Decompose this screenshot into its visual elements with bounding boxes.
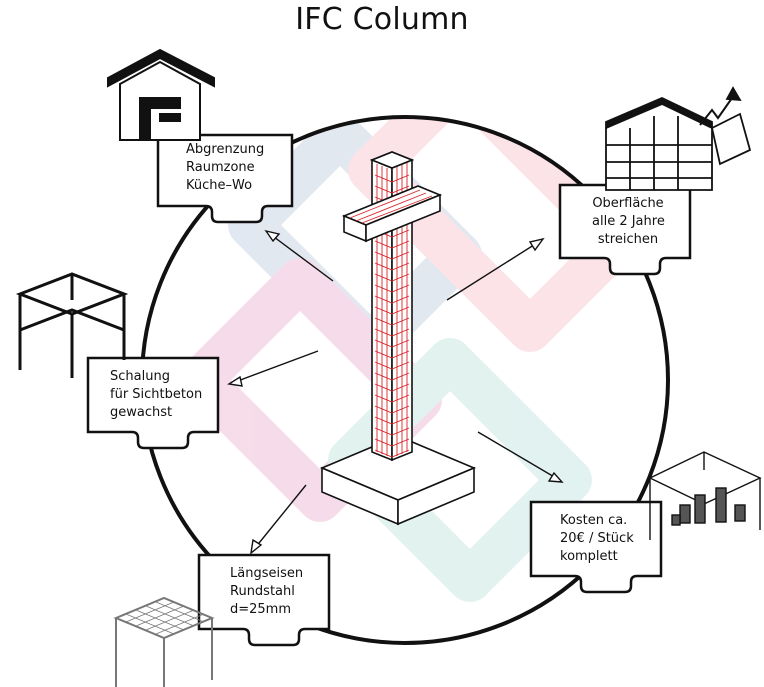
stirrup-ring: [374, 350, 410, 359]
stirrup-ring: [374, 383, 410, 392]
callout-rebar-line-3: d=25mm: [230, 602, 292, 617]
page-title: IFC Column: [295, 2, 469, 37]
stirrup-ring: [374, 372, 410, 381]
callout-zone-line-3: Küche–Wo: [186, 178, 253, 193]
callout-cost: Kosten ca. 20€ / Stück komplett: [560, 512, 634, 566]
stirrup-ring: [374, 339, 410, 348]
callout-rebar: Längseisen Rundstahl d=25mm: [230, 565, 303, 619]
callout-boxes: [86, 133, 692, 647]
stirrup-ring: [374, 306, 410, 315]
callout-zone-line-1: Abgrenzung: [186, 142, 265, 157]
arrow-to-rebar: [254, 484, 307, 549]
stirrup-ring: [374, 295, 410, 304]
stirrup-ring: [374, 251, 410, 260]
callout-formwork: Schalung für Sichtbeton gewachst: [110, 368, 202, 422]
stirrup-ring: [374, 185, 410, 194]
stirrup-ring: [374, 328, 410, 337]
stirrup-ring: [374, 427, 410, 436]
grid-frame-icon: [113, 596, 215, 687]
stirrup-ring: [374, 416, 410, 425]
cost-bars-icon: [648, 451, 762, 540]
stirrup-ring: [374, 317, 410, 326]
stirrup-ring: [374, 449, 410, 458]
stirrup-ring: [374, 394, 410, 403]
callout-formwork-line-3: gewachst: [110, 405, 173, 420]
callout-rebar-line-2: Rundstahl: [230, 584, 295, 599]
stirrup-ring: [374, 438, 410, 447]
callout-formwork-line-2: für Sichtbeton: [110, 387, 203, 402]
stirrup-ring: [374, 361, 410, 370]
callout-zone: Abgrenzung Raumzone Küche–Wo: [186, 141, 264, 195]
frame-structure-icon: [15, 272, 129, 378]
surface-box: [558, 183, 692, 276]
arrow-to-zone: [269, 233, 334, 282]
callout-surface-line-3: streichen: [597, 232, 659, 247]
stirrup-ring: [374, 273, 410, 282]
house-icon: [107, 48, 215, 141]
stirrup-ring: [374, 405, 410, 414]
callout-cost-line-3: komplett: [560, 549, 618, 564]
arrow-to-surface: [446, 242, 538, 301]
formwork-box: [86, 356, 220, 450]
column-rebar-icon: [319, 151, 477, 526]
callout-formwork-line-1: Schalung: [110, 369, 170, 384]
arrow-to-formwork: [234, 350, 319, 383]
rebar-box: [197, 553, 331, 647]
callout-surface-line-2: alle 2 Jahre: [592, 214, 665, 229]
stirrup-ring: [374, 284, 410, 293]
arrows: [227, 229, 564, 555]
building-growth-icon: [605, 86, 752, 191]
cost-box: [529, 500, 663, 594]
stirrup-ring: [374, 174, 410, 183]
callout-cost-line-2: 20€ / Stück: [560, 531, 634, 546]
callout-zone-line-2: Raumzone: [186, 160, 255, 175]
zone-box: [156, 133, 294, 224]
stirrup-ring: [374, 262, 410, 271]
callout-surface-line-1: Oberfläche: [592, 196, 664, 211]
callout-surface: Oberfläche alle 2 Jahre streichen: [592, 195, 665, 249]
callout-rebar-line-1: Längseisen: [230, 566, 304, 581]
callout-cost-line-1: Kosten ca.: [560, 513, 628, 528]
stirrup-ring: [374, 240, 410, 249]
arrow-to-cost: [477, 431, 557, 479]
